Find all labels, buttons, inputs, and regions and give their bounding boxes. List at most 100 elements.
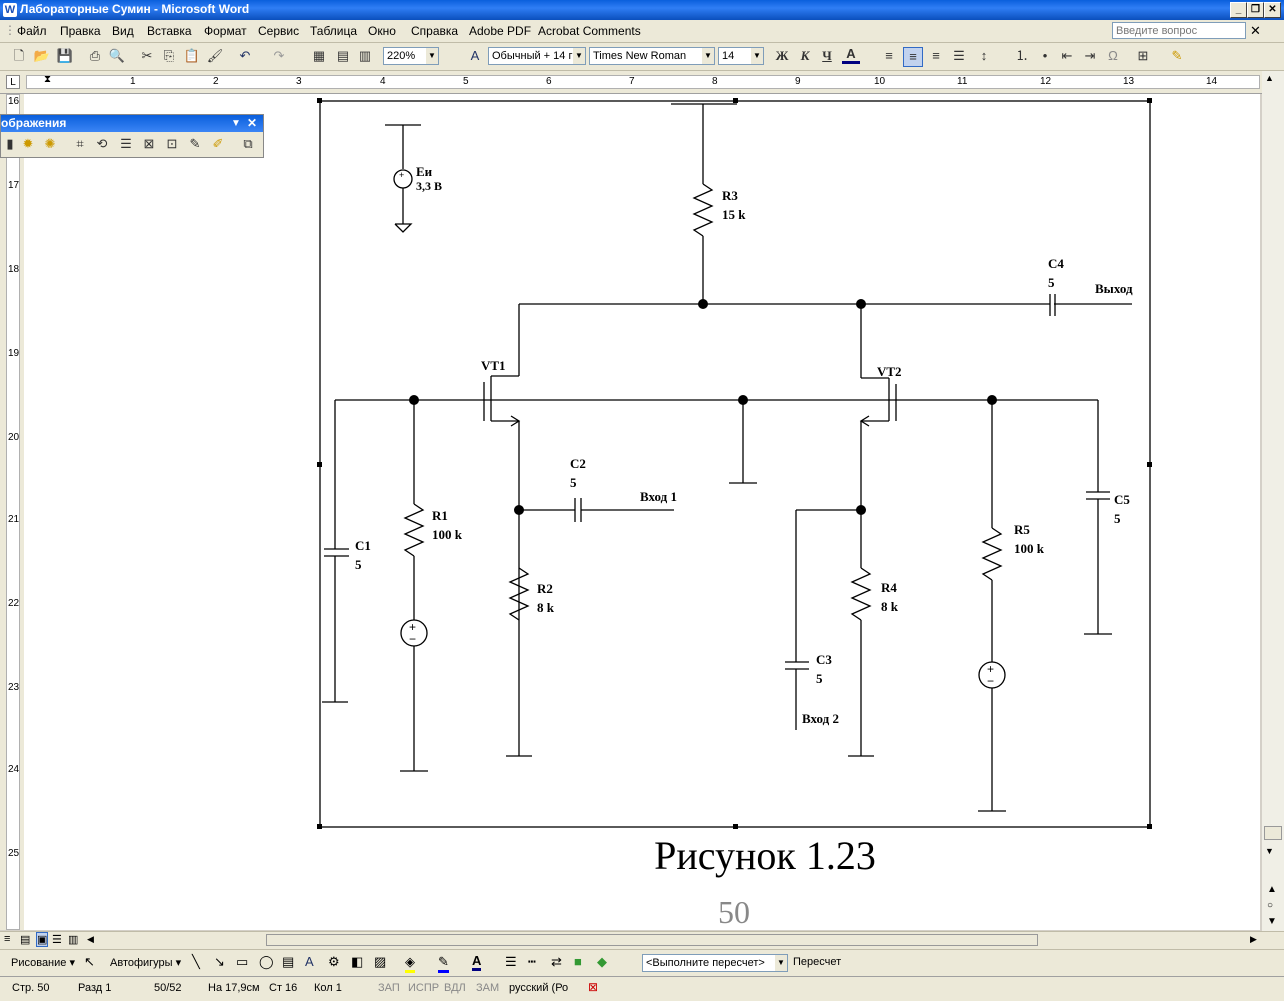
less-contrast-icon[interactable]: ✺ bbox=[44, 136, 56, 151]
format-painter-icon[interactable]: 🖌 bbox=[206, 48, 224, 63]
text-wrapping-icon[interactable]: ⊡ bbox=[166, 136, 178, 151]
undo-icon[interactable]: ↶ bbox=[239, 48, 251, 63]
clip-art-icon[interactable]: ◧ bbox=[351, 954, 364, 969]
rectangle-tool-icon[interactable]: ▭ bbox=[236, 954, 249, 969]
reset-picture-icon[interactable]: ⧉ bbox=[243, 136, 253, 151]
line-color-icon[interactable]: ✎ bbox=[438, 954, 449, 973]
style-combo[interactable]: Обычный + 14 г▼ bbox=[488, 47, 586, 65]
arrow-tool-icon[interactable]: ↘ bbox=[214, 954, 225, 969]
vertical-scrollbar[interactable]: ▲ ▼ ▲ ○ ▼ bbox=[1262, 71, 1284, 931]
crop-icon[interactable]: ⌗ bbox=[76, 136, 84, 151]
autoshapes-menu-button[interactable]: Автофигуры ▾ bbox=[110, 957, 182, 969]
bold-button[interactable]: Ж bbox=[775, 48, 789, 63]
status-rec[interactable]: ЗАП bbox=[378, 982, 400, 994]
close-button[interactable]: ✕ bbox=[1264, 2, 1281, 18]
scroll-left-icon[interactable]: ◀ bbox=[87, 934, 94, 944]
menu-insert[interactable]: Вставка bbox=[147, 24, 192, 38]
italic-button[interactable]: К bbox=[800, 48, 810, 63]
status-ext[interactable]: ВДЛ bbox=[444, 982, 466, 994]
decrease-indent-icon[interactable]: ⇤ bbox=[1061, 48, 1073, 63]
status-trk[interactable]: ИСПР bbox=[408, 982, 440, 994]
justify-icon[interactable]: ☰ bbox=[953, 48, 965, 63]
font-combo[interactable]: Times New Roman▼ bbox=[589, 47, 715, 65]
next-page-icon[interactable]: ▼ bbox=[1267, 916, 1277, 927]
minimize-button[interactable]: _ bbox=[1230, 2, 1247, 18]
scroll-thumb[interactable] bbox=[1264, 826, 1282, 840]
text-box-icon[interactable]: ▤ bbox=[282, 954, 295, 969]
menu-tools[interactable]: Сервис bbox=[258, 24, 300, 38]
cut-icon[interactable]: ✂ bbox=[141, 48, 153, 63]
compress-icon[interactable]: ⊠ bbox=[143, 136, 155, 151]
symbol-icon[interactable]: Ω bbox=[1108, 48, 1118, 63]
close-document-icon[interactable]: ✕ bbox=[1250, 23, 1261, 38]
print-icon[interactable]: ⎙ bbox=[89, 48, 101, 63]
menu-help[interactable]: Справка bbox=[411, 24, 459, 38]
picture-toolbar[interactable]: ображения ▼ ✕ ▮ ✹ ✺ ⌗ ⟲ ☰ ⊠ ⊡ ✎ ✐ ⧉ bbox=[0, 114, 264, 158]
menu-format[interactable]: Формат bbox=[204, 24, 247, 38]
print-layout-icon[interactable]: ▣ bbox=[36, 932, 49, 947]
dash-style-icon[interactable]: ┅ bbox=[528, 954, 536, 969]
vertical-ruler[interactable]: 16 17 18 19 20 21 22 23 24 25 bbox=[0, 94, 24, 930]
picture-toolbar-header[interactable]: ображения ▼ ✕ bbox=[1, 115, 263, 132]
resize-handle[interactable] bbox=[1147, 462, 1152, 467]
menu-window[interactable]: Окно bbox=[368, 24, 396, 38]
picture-icon[interactable]: ▨ bbox=[374, 954, 387, 969]
resize-handle[interactable] bbox=[1147, 98, 1152, 103]
scroll-down-icon[interactable]: ▼ bbox=[1265, 846, 1274, 856]
redo-icon[interactable]: ↷ bbox=[273, 48, 285, 63]
font-dropdown-icon[interactable]: ▼ bbox=[702, 48, 714, 64]
line-style-icon[interactable]: ☰ bbox=[505, 954, 517, 969]
drawing-menu-button[interactable]: Рисование ▾ bbox=[11, 957, 75, 969]
increase-indent-icon[interactable]: ⇥ bbox=[1084, 48, 1096, 63]
normal-view-icon[interactable]: ≡ bbox=[4, 933, 11, 945]
save-icon[interactable]: 💾 bbox=[56, 48, 74, 63]
paste-icon[interactable]: 📋 bbox=[183, 48, 201, 63]
select-objects-icon[interactable]: ↖ bbox=[84, 954, 95, 969]
indent-marker-icon[interactable]: ⧗ bbox=[44, 74, 52, 85]
recalc-button[interactable]: Пересчет bbox=[793, 956, 842, 968]
horizontal-scrollbar[interactable]: ≡ ▤ ▣ ☰ ▥ ◀ ▶ bbox=[0, 931, 1284, 949]
styles-pane-icon[interactable]: A bbox=[470, 48, 480, 63]
insert-table-icon[interactable]: ▦ bbox=[312, 48, 326, 63]
fill-color-icon[interactable]: ◈ bbox=[405, 954, 415, 973]
select-browse-object-icon[interactable]: ○ bbox=[1267, 900, 1274, 911]
rotate-icon[interactable]: ⟲ bbox=[96, 136, 108, 151]
menu-edit[interactable]: Правка bbox=[60, 24, 101, 38]
zoom-dropdown-icon[interactable]: ▼ bbox=[426, 48, 438, 64]
borders-icon[interactable]: ⊞ bbox=[1137, 48, 1149, 63]
scroll-right-icon[interactable]: ▶ bbox=[1250, 934, 1257, 944]
wordart-icon[interactable]: A bbox=[305, 954, 314, 969]
3d-style-icon[interactable]: ◆ bbox=[597, 954, 607, 969]
format-picture-icon[interactable]: ✎ bbox=[189, 136, 201, 151]
document-page[interactable]: + − + − + Eи 3,3 В R3 15 k C4 5 Выход VT… bbox=[24, 94, 1260, 930]
menu-view[interactable]: Вид bbox=[112, 24, 134, 38]
font-size-dropdown-icon[interactable]: ▼ bbox=[751, 48, 763, 64]
menu-acrobat-comments[interactable]: Acrobat Comments bbox=[538, 24, 641, 38]
menu-table[interactable]: Таблица bbox=[310, 24, 358, 38]
copy-icon[interactable]: ⎘ bbox=[163, 48, 175, 63]
horizontal-ruler[interactable]: L ⧗ 1 2 3 4 5 6 7 8 9 10 11 12 13 14 bbox=[0, 71, 1284, 94]
spelling-status-icon[interactable]: ⊠ bbox=[588, 980, 599, 994]
recalc-dropdown-icon[interactable]: ▼ bbox=[775, 955, 787, 971]
excel-table-icon[interactable]: ▤ bbox=[336, 48, 350, 63]
align-right-icon[interactable]: ≡ bbox=[932, 48, 940, 63]
font-color-button[interactable]: A bbox=[842, 47, 860, 64]
circuit-diagram[interactable]: + − + − + bbox=[24, 94, 1260, 930]
print-preview-icon[interactable]: 🔍 bbox=[108, 48, 126, 63]
align-left-icon[interactable]: ≡ bbox=[885, 48, 893, 63]
highlight-icon[interactable]: ✎ bbox=[1171, 48, 1183, 63]
menu-file[interactable]: Файл bbox=[17, 24, 47, 38]
scroll-up-icon[interactable]: ▲ bbox=[1265, 73, 1274, 83]
web-layout-icon[interactable]: ▤ bbox=[20, 934, 31, 946]
resize-handle[interactable] bbox=[1147, 824, 1152, 829]
toolbar-close-icon[interactable]: ✕ bbox=[247, 116, 258, 130]
style-dropdown-icon[interactable]: ▼ bbox=[573, 48, 585, 64]
resize-handle[interactable] bbox=[733, 824, 738, 829]
resize-handle[interactable] bbox=[733, 98, 738, 103]
resize-handle[interactable] bbox=[317, 824, 322, 829]
oval-tool-icon[interactable]: ◯ bbox=[259, 954, 274, 969]
line-tool-icon[interactable]: ╲ bbox=[192, 954, 200, 969]
recalc-combo[interactable]: <Выполните пересчет>▼ bbox=[642, 954, 788, 972]
open-folder-icon[interactable]: 📂 bbox=[33, 48, 51, 63]
line-style-icon[interactable]: ☰ bbox=[120, 136, 132, 151]
